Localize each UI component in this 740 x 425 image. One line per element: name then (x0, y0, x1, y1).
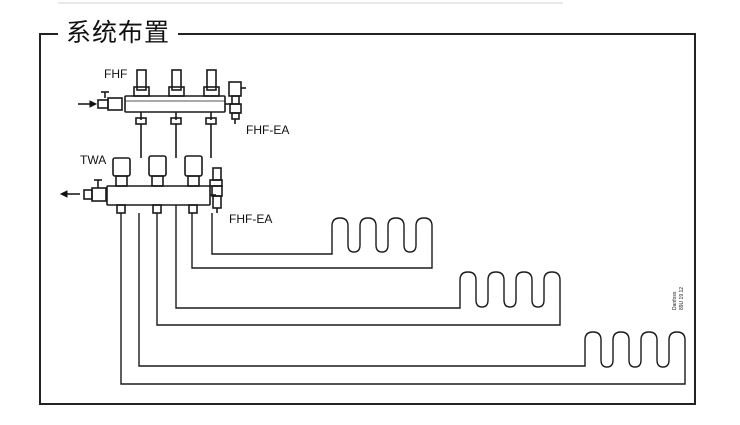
loop-3 (120, 213, 686, 385)
fhf-ea-lower-fitting (209, 167, 223, 213)
loop-2 (156, 205, 561, 326)
return-manifold (83, 155, 223, 214)
fhf-valves (133, 69, 220, 97)
twa-actuators (112, 155, 203, 187)
flow-arrows (59, 100, 98, 198)
label-fhf-ea-top: FHF-EA (246, 123, 289, 137)
fhf-ea-upper-fitting (225, 81, 246, 124)
page-title: 系统布置 (58, 15, 179, 51)
label-fhf: FHF (104, 67, 127, 81)
supply-manifold (97, 69, 246, 158)
label-fhf-ea-bottom: FHF-EA (229, 212, 272, 226)
supply-inlet-valve (97, 91, 123, 111)
watermark-code: 89U 19 12 (679, 287, 685, 310)
frame (39, 33, 696, 405)
loop-1 (191, 213, 433, 269)
label-twa: TWA (80, 153, 106, 167)
danfoss-watermark: Danfoss 89U 19 12 (672, 287, 685, 310)
top-divider (58, 2, 563, 4)
return-outlet-valve (83, 179, 107, 202)
watermark-brand: Danfoss (672, 291, 678, 310)
heating-loops (120, 205, 686, 385)
